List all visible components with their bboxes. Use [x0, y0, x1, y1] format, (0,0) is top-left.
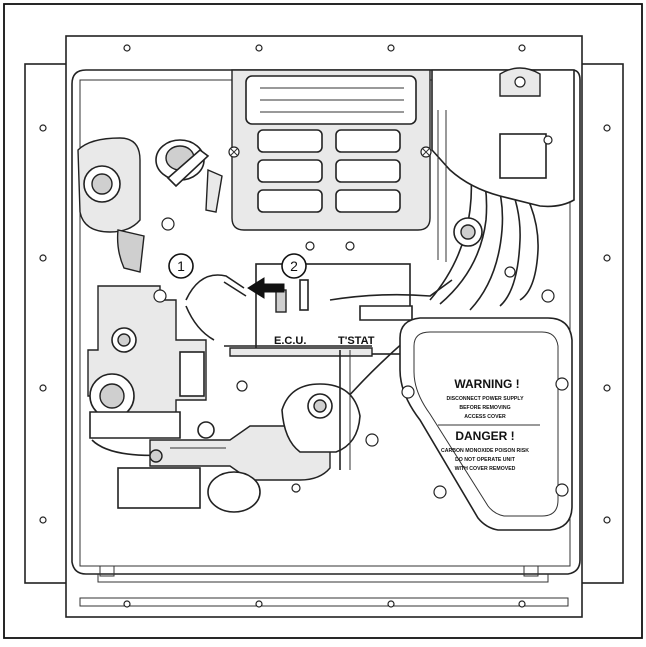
burner-tube — [149, 425, 331, 513]
warning-title: WARNING ! — [454, 377, 519, 391]
pressure-relief-valve — [77, 137, 145, 273]
flange-hole — [39, 124, 47, 524]
warning-line: ACCESS COVER — [464, 414, 506, 420]
electronics-bracket — [431, 67, 575, 303]
panel-screw — [228, 146, 240, 158]
ecu-fuse — [275, 289, 287, 313]
danger-line: CARBON MONOXIDE POISON RISK — [441, 448, 529, 454]
combustion-chamber — [236, 350, 379, 470]
access-cover: WARNING ! DISCONNECT POWER SUPPLY BEFORE… — [399, 317, 573, 531]
callout-number: 1 — [177, 258, 185, 274]
gas-valve-assembly — [87, 285, 215, 509]
flange-hole — [123, 44, 526, 52]
callout-2: 2 — [281, 253, 307, 279]
flange-hole — [123, 600, 526, 608]
danger-line: DO NOT OPERATE UNIT — [455, 457, 516, 463]
danger-title: DANGER ! — [455, 429, 514, 443]
warning-line: DISCONNECT POWER SUPPLY — [446, 396, 524, 402]
warning-line: BEFORE REMOVING — [459, 405, 510, 411]
ecu-pointer-arrow — [247, 277, 285, 299]
panel-screw — [420, 146, 432, 158]
tstat-fuse — [299, 279, 309, 311]
callout-1: 1 — [168, 253, 194, 279]
callout-number: 2 — [290, 258, 298, 274]
burner-access-panel — [228, 69, 432, 231]
danger-line: WITH COVER REMOVED — [455, 466, 516, 472]
tstat-label: T'STAT — [338, 335, 375, 347]
flange-hole — [603, 124, 611, 524]
ecu-label: E.C.U. — [274, 335, 306, 347]
drain-plug — [155, 139, 223, 231]
